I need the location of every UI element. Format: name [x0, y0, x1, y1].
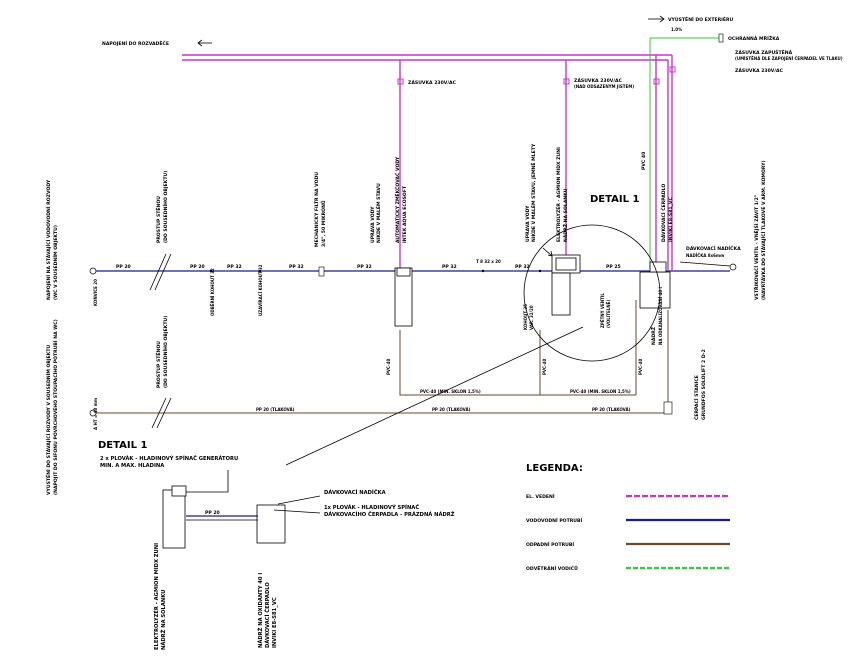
d-pp-label: PP 20	[205, 510, 220, 516]
vstrikovaci-note: (NAVRTÁVKA DO STÁVAJÍCÍ TLAKOVÉ V ARM. K…	[759, 160, 767, 300]
legend-label-water: VODOVODNÍ POTRUBÍ	[526, 516, 582, 524]
tee-label: T 8 32 x 20	[476, 259, 501, 264]
kohout-var-label: KOHOUT 25	[523, 304, 528, 330]
detail-drawing	[162, 470, 321, 549]
detail1-callout: DETAIL 1	[590, 194, 639, 205]
pvc40-top-label: PVC 40	[641, 152, 647, 170]
pp32-d-label: PP 32	[442, 264, 457, 270]
pp-tlakova-a-label: PP 20 (TLAKOVÁ)	[256, 407, 295, 412]
mech-filtr-note: 3/4", 50 MIKRONŮ	[320, 200, 327, 247]
a-ht-label: A HT = 40 mm	[93, 398, 98, 430]
d-elektrolyzer-note: NÁDRŽ NA SOLANKU	[159, 590, 167, 650]
uprava-2-note: NIKDE V MALÉM STAVU, JEMNĚ MLETÝ	[529, 143, 537, 242]
pp32-b-label: PP 32	[289, 264, 304, 270]
pp25-label: PP 25	[606, 264, 621, 270]
zasuvka-1-label: ZÁSUVKA 230V/AC	[408, 79, 457, 86]
legend-label-drain: ODPADNÍ POTRUBÍ	[526, 540, 574, 548]
legend: LEGENDA: EL. VEDENÍ VODOVODNÍ POTRUBÍ OD…	[526, 463, 730, 572]
arrows	[197, 15, 665, 47]
pvc40-spad-a-label: PVC-40 (MIN. SKLON 1,5%)	[420, 389, 481, 394]
detail-title: DETAIL 1	[98, 440, 147, 451]
vyusteni-exterier-label: VYÚSTĚNÍ DO EXTERIÉRU	[668, 15, 734, 23]
zasuvka-230v-label: ZÁSUVKA 230V/AC	[735, 67, 784, 74]
davkovaci-nadicka-note: NADÍČKA 8x6mm	[686, 253, 724, 258]
vent-pct-label: 1.0%	[671, 27, 682, 32]
electrical-lines	[182, 54, 676, 270]
nadrz-odkanal-label: NÁDRŽ	[649, 326, 657, 345]
d-nadrz-label: NÁDRŽ NA OXIDANTY 40 l	[256, 573, 264, 648]
zpetny-label: ZPĚTNÝ VENTIL	[600, 293, 605, 328]
dosing-pump	[649, 261, 667, 273]
auto-zmek-label: AUTOMATICKÝ ZMĚKČOVAČ VODY	[393, 156, 401, 243]
kohout-var-note: VAR. 32/20	[529, 305, 534, 330]
d-nadicka-label: DÁVKOVACÍ NADÍČKA	[324, 488, 386, 496]
prostup-2-label: PROSTUP STĚNOU	[154, 341, 162, 388]
uprava-2-label: ÚPRAVA VODY	[524, 205, 531, 242]
water-line	[89, 253, 737, 291]
zasuvka-2-note: (NAD ODSAZENÝM JISTEM)	[574, 84, 634, 89]
mech-filtr-label: MECHANICKÝ FILTR NA VODU	[313, 172, 320, 247]
drain-line	[89, 300, 673, 429]
davkovaci-cerpadlo-label: DÁVKOVACÍ ČERPADLO	[659, 184, 667, 242]
labels: NAPOJENÍ DO ROZVADĚČE VYÚSTĚNÍ DO EXTERI…	[44, 15, 843, 650]
uprava-1-note: NIKDE V MALÉM STAVU	[374, 183, 382, 243]
detail-circle	[523, 224, 661, 362]
pp-tlakova-b-label: PP 20 (TLAKOVÁ)	[432, 407, 471, 412]
d-nadrz-note: DÁVKOVACÍ ČERPADLO	[263, 582, 271, 648]
pp32-a-label: PP 32	[227, 264, 242, 270]
pvc40-a-label: PVC-40	[386, 359, 391, 375]
napojeni-stavajici-note: (WC V SOUSEDNÍM OBJEKTU)	[51, 225, 59, 300]
pp-tlakova-c-label: PP 20 (TLAKOVÁ)	[592, 407, 631, 412]
zasuvka-zapusta-label: ZÁSUVKA ZAPUŠTĚNÁ	[735, 48, 793, 56]
pp32-c-label: PP 32	[357, 264, 372, 270]
pp20-b-label: PP 20	[190, 264, 205, 270]
equipment	[285, 224, 671, 466]
prostup-2-note: (DO SOUSEDNÍHO OBJEKTU)	[161, 316, 169, 388]
pp32-e-label: PP 32	[515, 264, 530, 270]
zpetny-note: (VOLITELNĚ)	[606, 300, 611, 328]
odberni-label: ODBĚRNÍ KOHOUT 32	[210, 268, 215, 316]
uprava-1-label: ÚPRAVA VODY	[369, 206, 376, 243]
legend-title: LEGENDA:	[526, 463, 583, 474]
d-plovak-1-note: DÁVKOVACÍHO ČERPADLA - PRÁZDNÁ NÁDRŽ	[324, 510, 455, 518]
davkovaci-cerpadlo-note: INVIKI E8-S81_VC	[668, 197, 674, 242]
vyusteni-stavajici-label: VYÚSTĚNÍ DO STÁVAJÍCÍ ROZVODY V SOUSEDNÍ…	[44, 345, 52, 495]
auto-zmek-note: INTEK AQUA ECOSOFT	[402, 185, 408, 243]
zasuvka-2-label: ZÁSUVKA 230V/AC	[574, 77, 623, 84]
detail-oxidant-tank	[256, 504, 286, 544]
detail-electrolyzer-tank	[162, 489, 186, 549]
water-softener-tank	[394, 267, 413, 327]
nadrz-odkanal-note: NA ODKANALIZOVÁNÍ 40 l	[658, 286, 663, 345]
legend-label-electric: EL. VEDENÍ	[526, 492, 555, 500]
elektrolyzer-label: ELEKTROLYZÉR - AGMION MIDX ZUNI	[554, 147, 562, 242]
legend-label-vent: ODVĚTRÁNÍ VODIČŮ	[526, 564, 578, 572]
pvc40-b-label: PVC-40	[542, 359, 547, 375]
uzaviraci-label: UZAVÍRACÍ KOHOUT 32	[258, 264, 263, 316]
zasuvka-zapusta-note: (UMÍSTĚNÁ DLE ZAPOJENÍ ČERPADEL VE TLAKU…	[735, 56, 843, 61]
d-plovak-max-note: MIN. A MAX. HLADINA	[100, 463, 164, 469]
odpadni-cerp-note: GRUNDFOS SOLOLIFT 2 D-2	[701, 349, 707, 420]
konvice-label: KONVICE 20	[93, 279, 98, 306]
napojeni-stavajici-label: NAPOJENÍ NA STÁVAJÍCÍ VODOVODNÍ ROZVODY	[44, 179, 52, 300]
vent-line	[649, 33, 724, 270]
prostup-1-label: PROSTUP STĚNOU	[154, 196, 162, 243]
d-elektrolyzer-label: ELEKTROLYZÉR - AGMION MIDX ZUNI	[152, 543, 160, 650]
pvc40-c-label: PVC-40	[638, 359, 643, 375]
odpadni-cerp-label: ČERPACÍ STANICE	[692, 375, 700, 420]
vstrikovaci-label: VSTŘIKOVACÍ VENTIL - VNĚJŠÍ ZÁVIT 1/2"	[752, 195, 760, 300]
vyusteni-stavajici-note: (NAPOJIT DO SIFONU POVRCHOVÉHO STOUPACÍH…	[51, 319, 59, 495]
elektrolyzer-note: NÁDRŽ NA SOLANKU	[561, 188, 569, 242]
d-nadrz-note-2: INVIKI E8-S81_VC	[272, 597, 278, 648]
prostup-1-note: (DO SOUSEDNÍHO OBJEKTU)	[161, 171, 169, 243]
oxidant-tank	[639, 271, 671, 309]
d-plovak-max-label: 2 x PLOVÁK - HLADINOVÝ SPÍNAČ GENERÁTORU	[100, 454, 238, 462]
pp20-a-label: PP 20	[116, 264, 131, 270]
ochranna-mrizka-label: OCHRANNÁ MŘÍŽKA	[728, 34, 780, 42]
pvc40-spad-b-label: PVC-40 (MIN. SKLON 1,5%)	[570, 389, 631, 394]
davkovaci-nadicka-label: DÁVKOVACÍ NADÍČKA	[686, 244, 741, 252]
d-plovak-1-label: 1x PLOVÁK - HLADINOVÝ SPÍNAČ	[324, 503, 419, 511]
napojeni-rozvadec-label: NAPOJENÍ DO ROZVADĚČE	[102, 39, 169, 47]
